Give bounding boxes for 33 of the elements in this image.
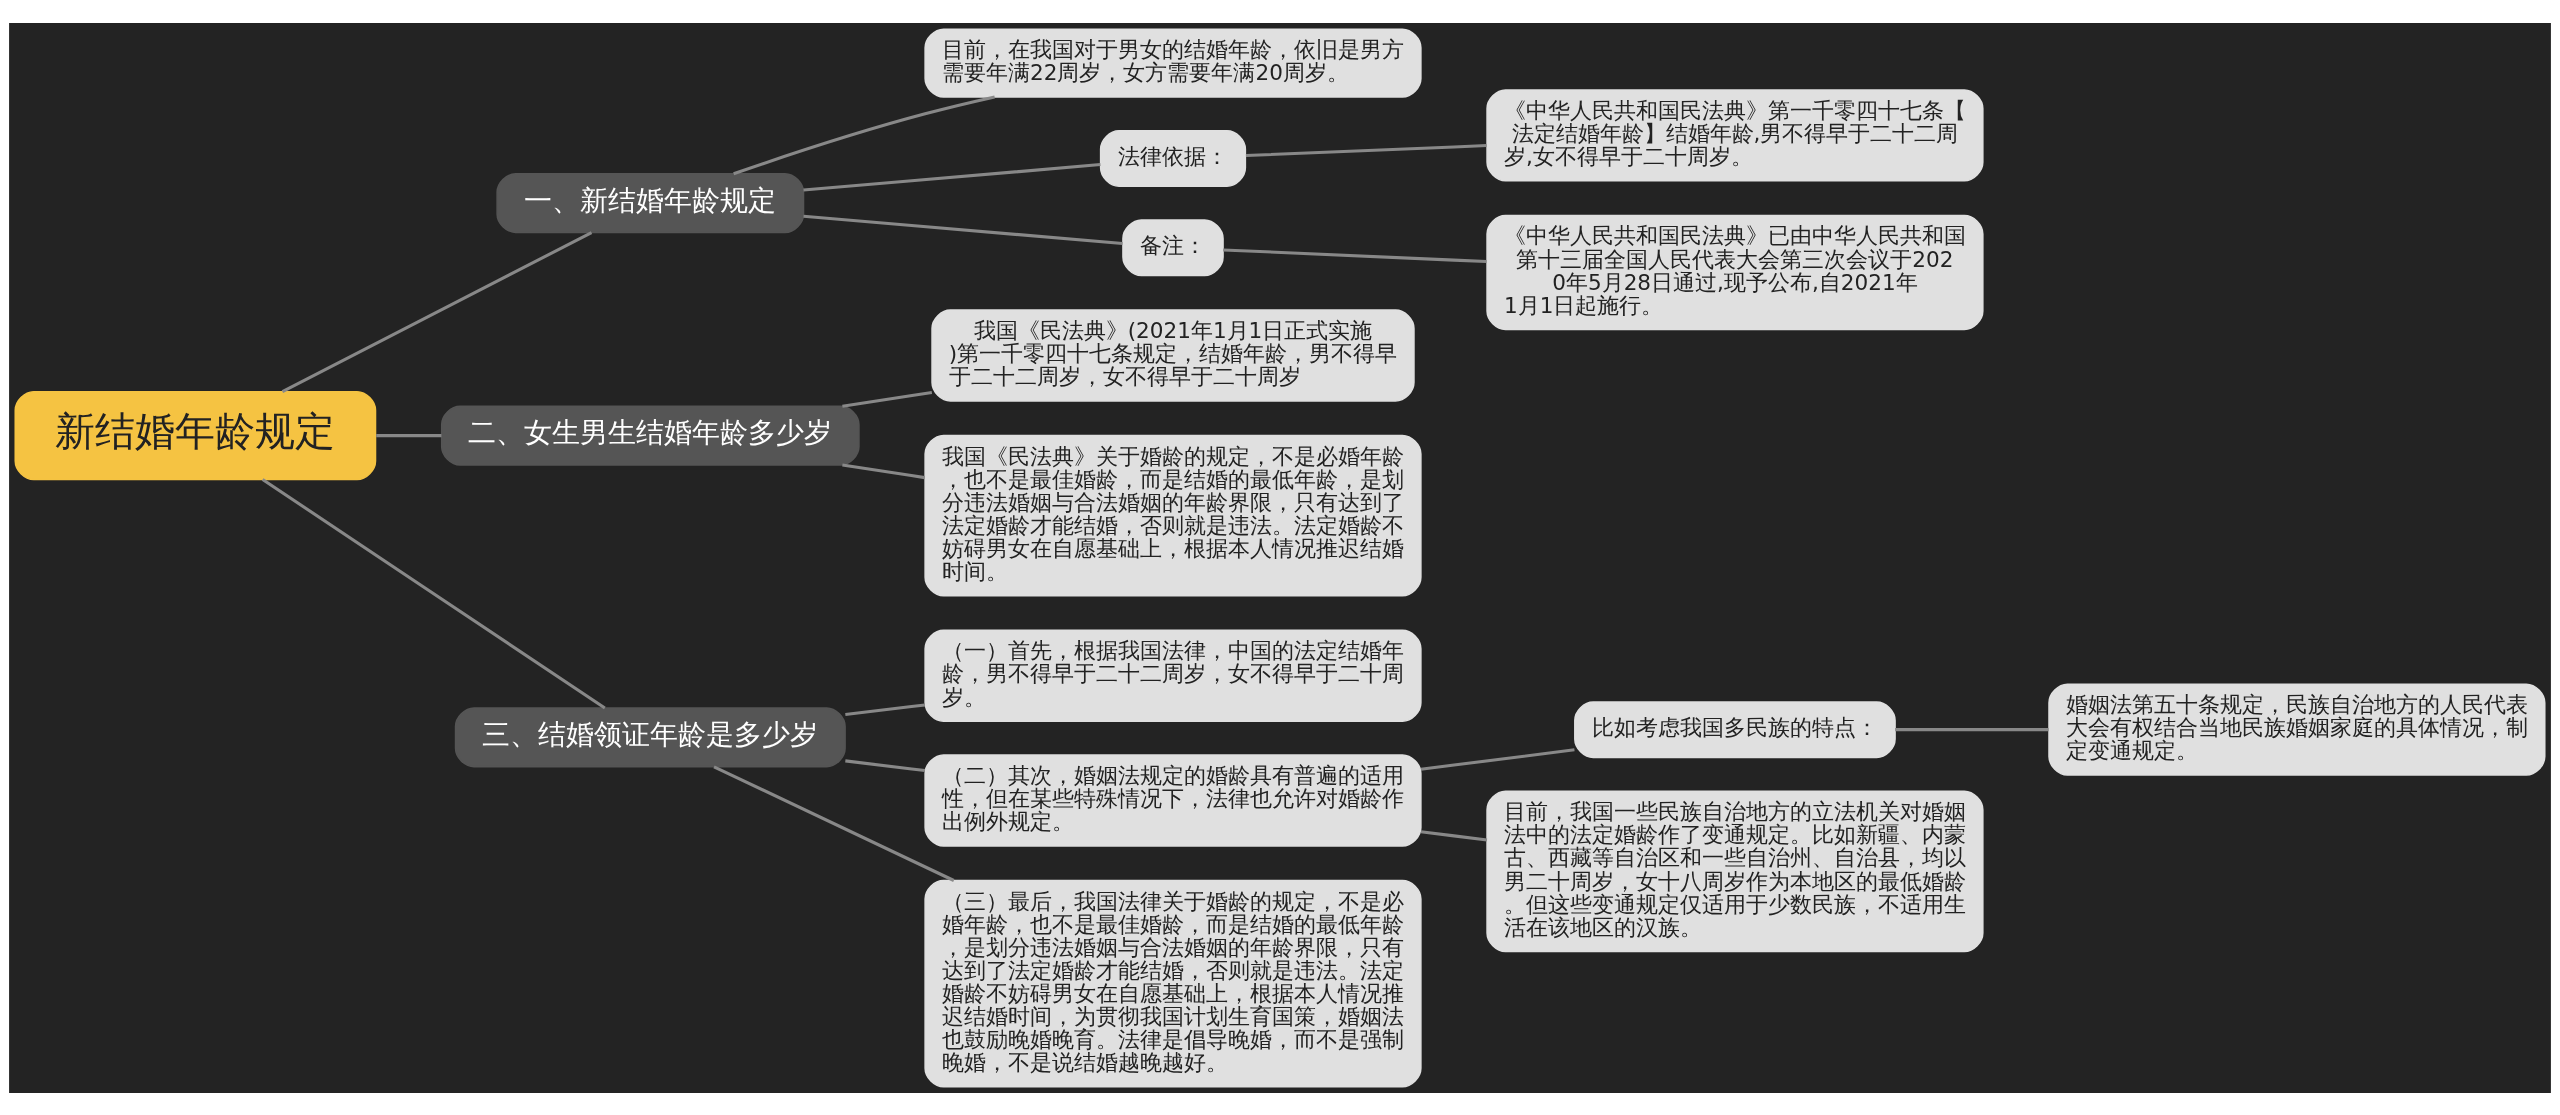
node-box: （三）最后，我国法律关于婚龄的规定，不是必婚年龄，也不是最佳婚龄，而是结婚的最低年龄，是划分违法婚姻与合法婚姻的年龄界限，只有达到了法定婚龄才能结婚，否则就是违法。法定婚龄不妨碍男女在自愿基础上，根据本人情况推迟结婚时间，为贯彻我国计划生育国策，婚姻法也鼓励晚婚晚育。法律是倡导晚婚，而不是强制晚婚，不是说结婚越晚越好。: [924, 879, 1422, 1088]
connector: [261, 477, 606, 709]
connector: [1420, 829, 1488, 842]
connector: [733, 95, 995, 175]
node-box: 三、结婚领证年龄是多少岁: [454, 706, 846, 767]
connector: [845, 758, 926, 772]
connector: [713, 764, 955, 882]
node-box: 备注：: [1122, 218, 1224, 276]
node-box: 我国《民法典》关于婚龄的规定，不是必婚年龄，也不是最佳婚龄，而是结婚的最低年龄，是划分违法婚姻与合法婚姻的年龄界限，只有达到了法定婚龄才能结婚，否则就是违法。法定婚龄不妨碍男女在自愿基础上，根据本人情况推迟结婚时间。: [924, 434, 1422, 596]
node-box: 新结婚年龄规定: [14, 390, 377, 480]
node-box: 目前，在我国对于男女的结婚年龄，依旧是男方需要年满22周岁，女方需要年满20周岁。: [924, 27, 1422, 98]
connector: [842, 390, 933, 408]
connector: [1420, 747, 1575, 771]
connector: [842, 462, 925, 479]
node-box: 目前，我国一些民族自治地方的立法机关对婚姻法中的法定婚龄作了变通规定。比如新疆、内蒙古、西藏等自治区和一些自治州、自治县，均以男二十周岁，女十八周岁作为本地区的最低婚龄。但这些变通规定仅适用于少数民族，不适用生活在该地区的汉族。: [1486, 789, 1984, 952]
node-box: （一）首先，根据我国法律，中国的法定结婚年龄，男不得早于二十二周岁，女不得早于二十周岁。: [924, 629, 1422, 722]
connector: [803, 162, 1101, 192]
node-box: 《中华人民共和国民法典》第一千零四十七条【法定结婚年龄】结婚年龄,男不得早于二十二周岁,女不得早于二十周岁。: [1486, 88, 1984, 182]
node-box: 婚姻法第五十条规定，民族自治地方的人民代表大会有权结合当地民族婚姻家庭的具体情况，制定变通规定。: [2048, 682, 2546, 776]
node-box: （二）其次，婚姻法规定的婚龄具有普遍的适用性，但在某些特殊情况下，法律也允许对婚龄作出例外规定。: [924, 753, 1422, 847]
connector: [1223, 247, 1487, 263]
node-box: 《中华人民共和国民法典》已由中华人民共和国第十三届全国人民代表大会第三次会议于2020年5月28日通过,现予公布,自2021年1月1日起施行。: [1486, 214, 1984, 330]
node-box: 一、新结婚年龄规定: [496, 172, 805, 233]
connector: [1895, 727, 2049, 731]
node-box: 二、女生男生结婚年龄多少岁: [440, 405, 860, 466]
connector: [281, 230, 593, 393]
node-box: 比如考虑我国多民族的特点：: [1574, 700, 1896, 758]
connector: [376, 433, 442, 437]
connector: [803, 214, 1123, 245]
connector: [1245, 143, 1487, 157]
node-box: 我国《民法典》(2021年1月1日正式实施)第一千零四十七条规定，结婚年龄，男不得早于二十二周岁，女不得早于二十周岁: [931, 308, 1415, 402]
connector: [845, 702, 926, 716]
node-box: 法律依据：: [1099, 129, 1247, 187]
